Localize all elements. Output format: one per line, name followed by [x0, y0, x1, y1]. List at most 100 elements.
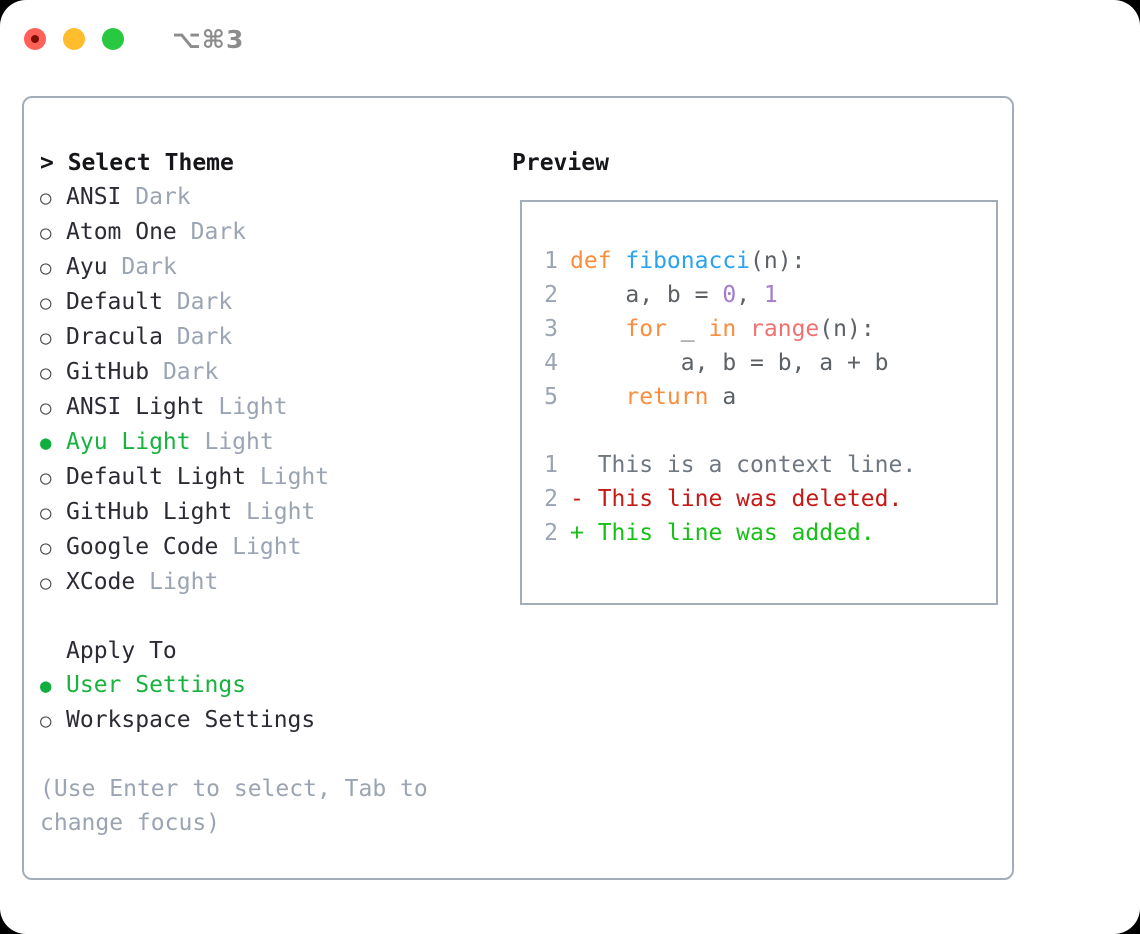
line-number: 4: [544, 350, 558, 376]
main-panel: > Select Theme ○ANSI Dark○Atom One Dark○…: [22, 96, 1014, 880]
radio-unselected-icon: ○: [40, 257, 52, 279]
theme-option-label: ANSI Light: [66, 394, 205, 420]
code-line-content: for _ in range(n):: [570, 312, 875, 346]
theme-variant-badge: Light: [204, 429, 274, 455]
theme-option-atom-one[interactable]: ○Atom One Dark: [40, 215, 504, 250]
theme-option-dracula[interactable]: ○Dracula Dark: [40, 320, 504, 355]
spacer: [204, 390, 218, 424]
spacer: [191, 425, 205, 459]
close-button[interactable]: [24, 28, 46, 50]
theme-option-label: XCode: [66, 569, 136, 595]
line-number: 1: [544, 452, 558, 478]
spacer: [108, 250, 122, 284]
theme-option-label: ANSI: [66, 184, 122, 210]
theme-variant-badge: Dark: [162, 359, 219, 385]
keyboard-shortcut-label: ⌥⌘3: [172, 24, 245, 54]
theme-option-ansi-light[interactable]: ○ ANSI Light Light: [40, 390, 504, 425]
line-number: 2: [544, 282, 558, 308]
theme-option-ansi[interactable]: ○ ANSI Dark: [40, 180, 504, 215]
diff-line-del: 2 - This line was deleted.: [538, 482, 996, 516]
apply-to-option-user-settings[interactable]: ●User Settings: [40, 668, 504, 703]
radio-unselected-icon: ○: [40, 292, 52, 314]
code-token-num: 0: [722, 282, 737, 308]
line-number: 3: [544, 316, 558, 342]
spacer: [40, 600, 504, 634]
code-line: 4 a, b = b, a + b: [538, 346, 996, 380]
theme-variant-badge: Light: [149, 569, 219, 595]
code-token-plain: ,: [736, 282, 764, 308]
theme-option-ayu[interactable]: ○Ayu Dark: [40, 250, 504, 285]
diff-line-content: - This line was deleted.: [570, 486, 903, 512]
code-token-kw: in: [708, 316, 737, 342]
theme-option-github-light[interactable]: ○ GitHub Light Light: [40, 495, 504, 530]
code-line-content: def fibonacci(n):: [570, 244, 805, 278]
theme-option-list[interactable]: ○ANSI Dark○Atom One Dark○Ayu Dark○Defaul…: [40, 180, 504, 600]
theme-option-label: GitHub Light: [66, 499, 233, 525]
code-line: 3 for _ in range(n):: [538, 312, 996, 346]
diff-line-ctx: 1 This is a context line.: [538, 448, 996, 482]
radio-unselected-icon: ○: [40, 187, 52, 209]
select-theme-header: > Select Theme: [40, 150, 234, 176]
apply-to-option-workspace-settings[interactable]: ○Workspace Settings: [40, 703, 504, 738]
spacer: [163, 320, 177, 354]
theme-variant-badge: Light: [259, 464, 330, 490]
theme-variant-badge: Dark: [135, 184, 191, 210]
code-line: 2 a, b = 0, 1: [538, 278, 996, 312]
code-token-kw: return: [625, 384, 709, 410]
theme-option-default[interactable]: ○Default Dark: [40, 285, 504, 320]
theme-option-ayu-light[interactable]: ●Ayu Light Light: [40, 425, 504, 460]
spacer: [177, 215, 191, 249]
code-token-plain: (n):: [819, 316, 875, 342]
theme-option-label: Ayu: [66, 254, 108, 280]
theme-option-default-light[interactable]: ○Default Light Light: [40, 460, 504, 495]
theme-option-label: Dracula: [66, 324, 163, 350]
theme-option-label: Ayu Light: [66, 429, 191, 455]
theme-variant-badge: Light: [218, 394, 288, 420]
theme-selector-column: > Select Theme ○ANSI Dark○Atom One Dark○…: [24, 98, 504, 878]
code-token-plain: a, b =: [570, 282, 723, 308]
theme-variant-badge: Light: [246, 499, 316, 525]
radio-unselected-icon: ○: [40, 397, 52, 419]
traffic-lights: [24, 28, 124, 50]
spacer: [232, 495, 246, 529]
radio-unselected-icon: ○: [40, 502, 52, 524]
radio-unselected-icon: ○: [40, 572, 52, 594]
theme-option-label: Google Code: [66, 534, 219, 560]
code-line-content: a, b = b, a + b: [570, 346, 889, 380]
spacer: [121, 180, 135, 214]
theme-option-xcode[interactable]: ○ XCode Light: [40, 565, 504, 600]
radio-unselected-icon: ○: [40, 537, 52, 559]
theme-option-google-code[interactable]: ○ Google Code Light: [40, 530, 504, 565]
spacer: [218, 530, 232, 564]
theme-option-label: Atom One: [66, 219, 177, 245]
radio-unselected-icon: ○: [40, 467, 52, 489]
title-bar: ⌥⌘3: [0, 0, 1140, 78]
code-token-plain: [736, 316, 750, 342]
theme-variant-badge: Dark: [176, 324, 233, 350]
preview-header: Preview: [512, 150, 609, 176]
code-token-plain: a: [708, 384, 737, 410]
spacer: [538, 414, 996, 448]
theme-option-label: Default: [66, 289, 163, 315]
apply-to-option-list[interactable]: ●User Settings○Workspace Settings: [40, 668, 504, 738]
code-token-kw: for: [625, 316, 667, 342]
radio-unselected-icon: ○: [40, 222, 52, 244]
theme-option-github[interactable]: ○GitHub Dark: [40, 355, 504, 390]
theme-variant-badge: Light: [232, 534, 302, 560]
spacer: [246, 460, 260, 494]
line-number: 2: [544, 486, 558, 512]
keyboard-hint-text: (Use Enter to select, Tab to change focu…: [40, 776, 442, 836]
diff-sample: 1 This is a context line. 2 - This line wa…: [538, 448, 996, 550]
code-line: 5 return a: [538, 380, 996, 414]
code-token-plain: a, b = b, a + b: [570, 350, 889, 376]
maximize-button[interactable]: [102, 28, 124, 50]
radio-unselected-icon: ○: [40, 710, 52, 732]
minimize-button[interactable]: [63, 28, 85, 50]
code-token-plain: [570, 384, 625, 410]
code-line-content: a, b = 0, 1: [570, 278, 777, 312]
code-token-plain: [570, 316, 625, 342]
